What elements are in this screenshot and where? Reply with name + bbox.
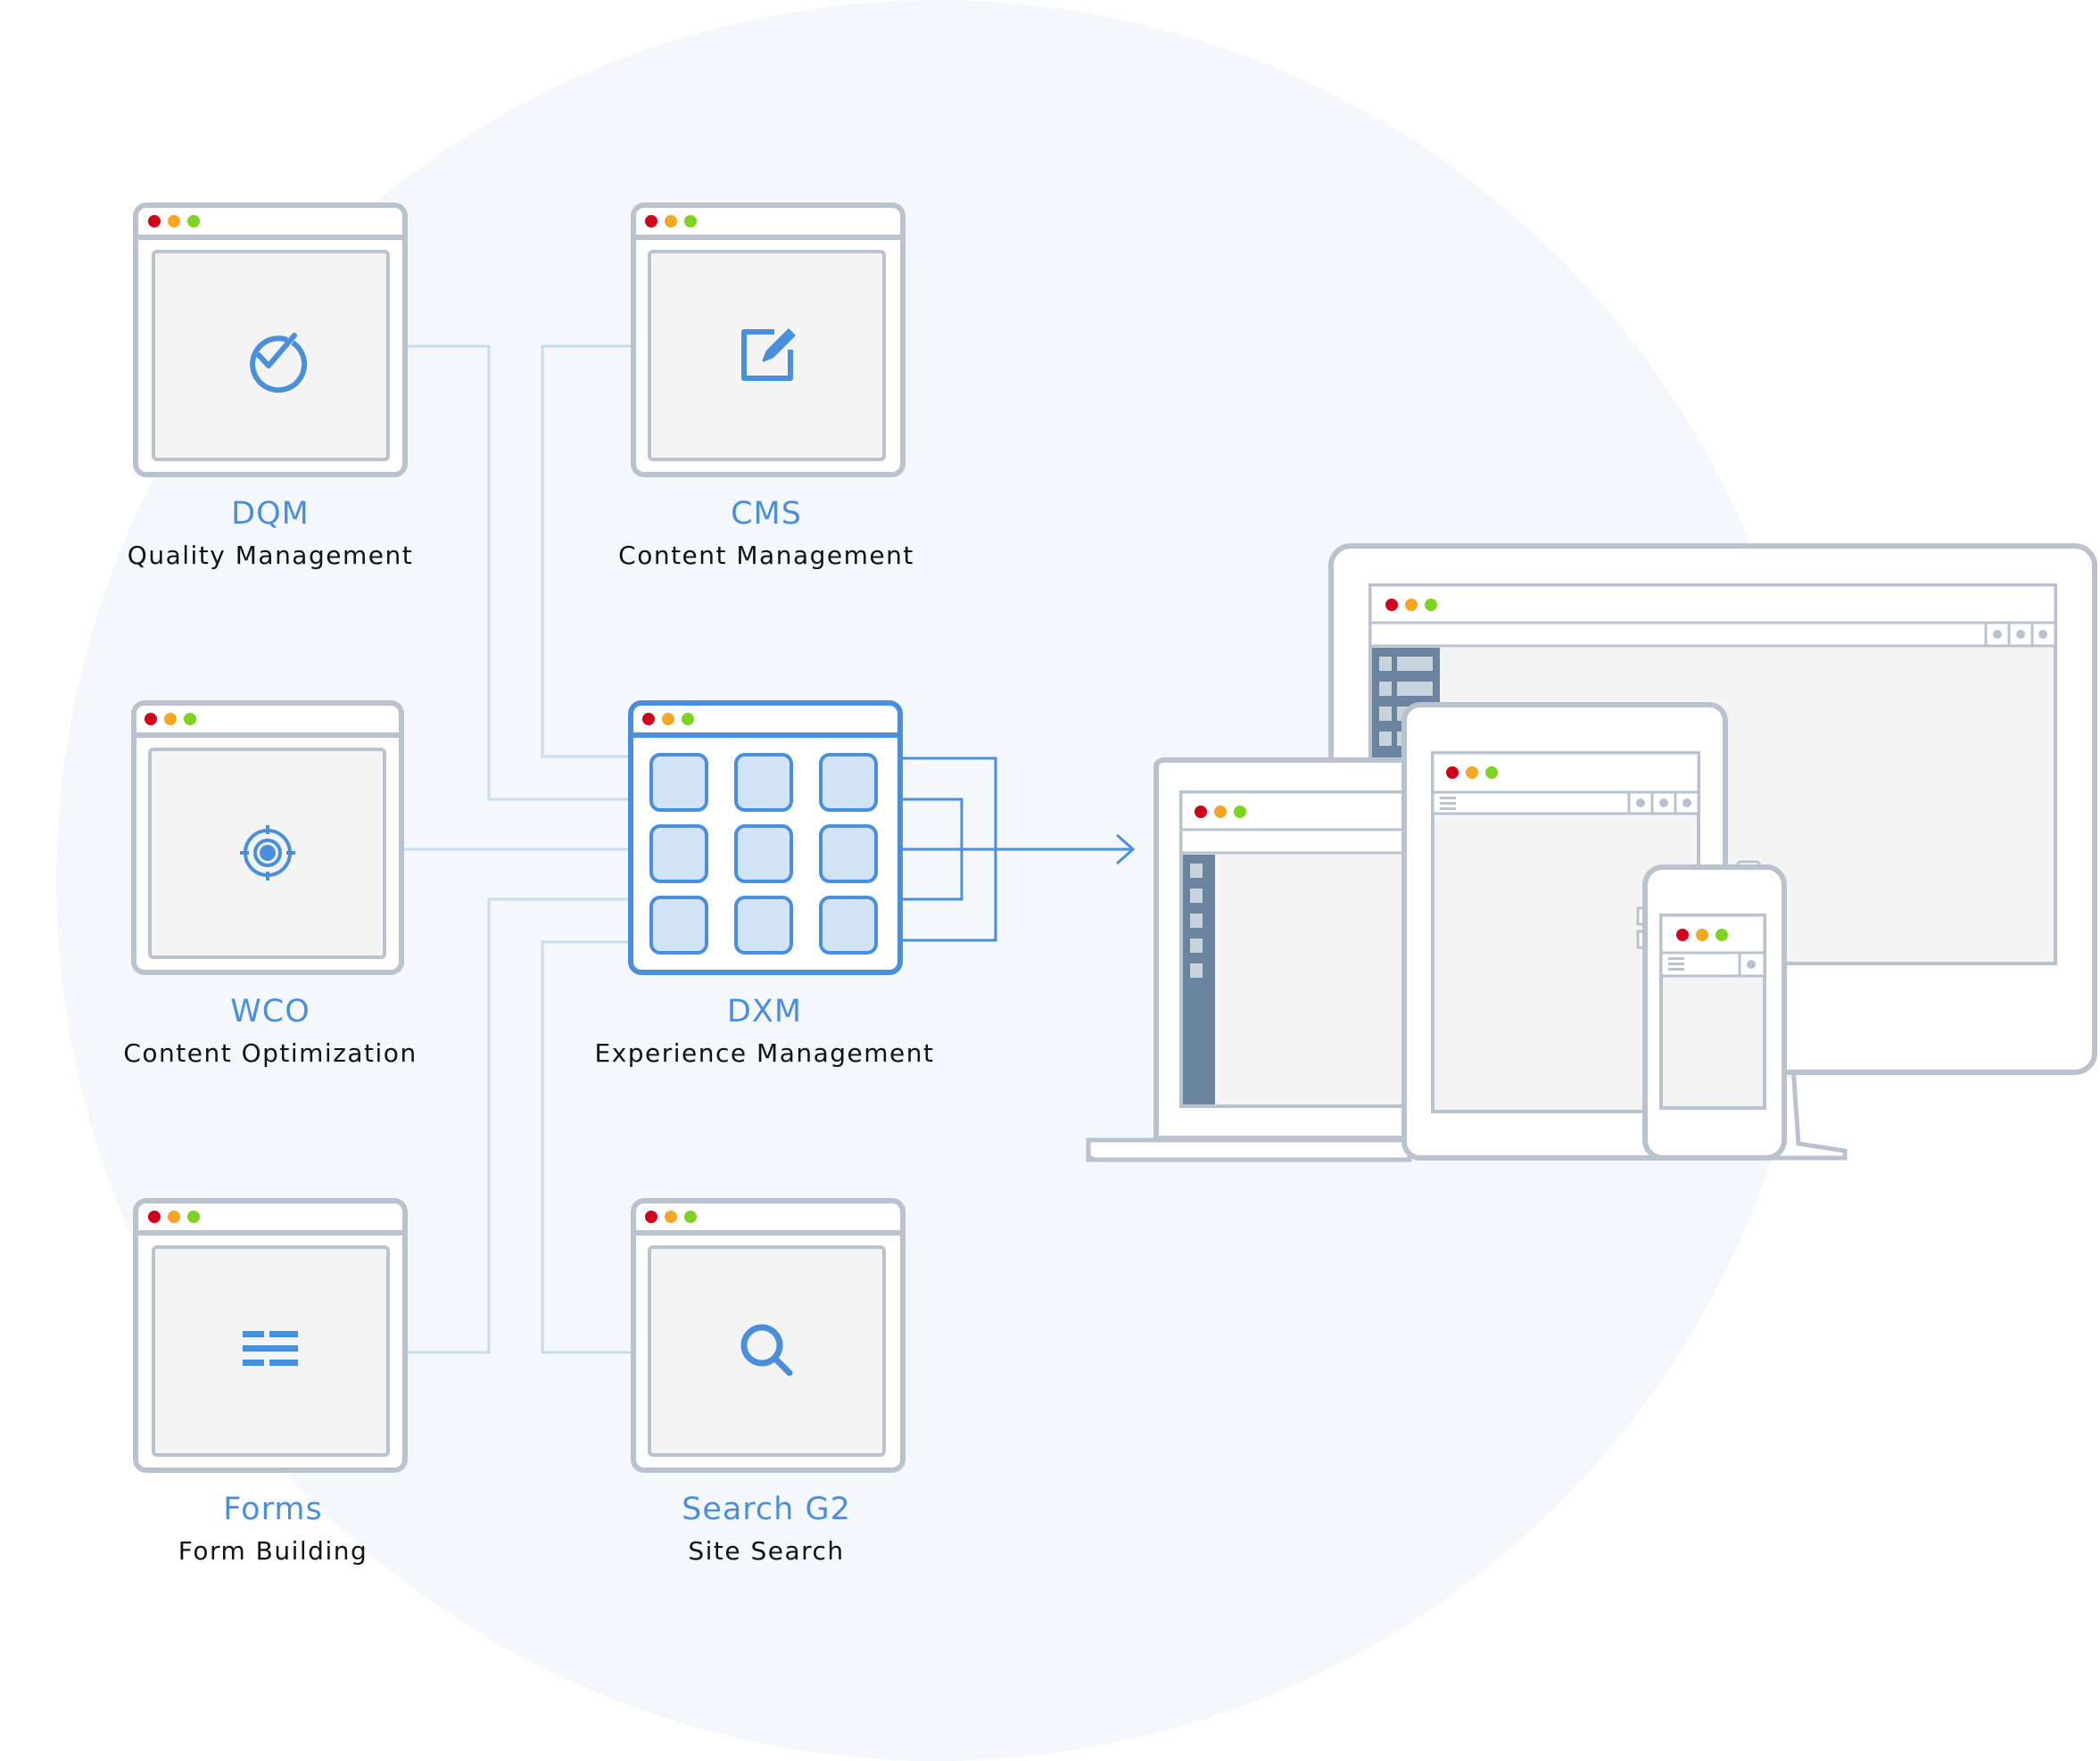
- grid-icon: [649, 753, 878, 955]
- connector-lines: [403, 344, 633, 1354]
- device-phone: [1636, 860, 1787, 1161]
- module-window-dqm: [133, 203, 408, 477]
- module-window-wco: [131, 700, 404, 975]
- arrow-head: [1116, 833, 1136, 865]
- search-icon: [740, 1324, 793, 1377]
- output-connectors: [901, 756, 1136, 942]
- connector-cms: [541, 344, 633, 758]
- module-title-forms: Forms: [223, 1492, 323, 1527]
- module-subtitle-wco: Content Optimization: [123, 1038, 418, 1068]
- module-title-wco: WCO: [230, 994, 310, 1029]
- module-title-search: Search G2: [682, 1492, 851, 1527]
- module-subtitle-dxm: Experience Management: [594, 1038, 935, 1068]
- connector-forms: [407, 897, 629, 1354]
- module-title-cms: CMS: [731, 496, 802, 532]
- target-icon: [240, 825, 295, 880]
- module-window-forms: [133, 1198, 408, 1473]
- module-title-dqm: DQM: [231, 496, 310, 532]
- background-circle: [56, 0, 1817, 1761]
- module-window-search: [631, 1198, 905, 1473]
- module-subtitle-cms: Content Management: [618, 541, 914, 570]
- module-subtitle-forms: Form Building: [178, 1536, 368, 1566]
- module-window-cms: [631, 203, 905, 477]
- check-circle-icon: [250, 333, 308, 393]
- module-title-dxm: DXM: [726, 994, 803, 1029]
- module-subtitle-search: Site Search: [688, 1536, 845, 1566]
- module-subtitle-dqm: Quality Management: [127, 541, 414, 570]
- form-lines-icon: [243, 1331, 298, 1366]
- module-window-dxm: [628, 700, 903, 975]
- connector-search: [541, 940, 633, 1354]
- device-laptop: [1086, 757, 1412, 1162]
- connector-dqm: [407, 344, 629, 801]
- edit-icon: [741, 328, 796, 381]
